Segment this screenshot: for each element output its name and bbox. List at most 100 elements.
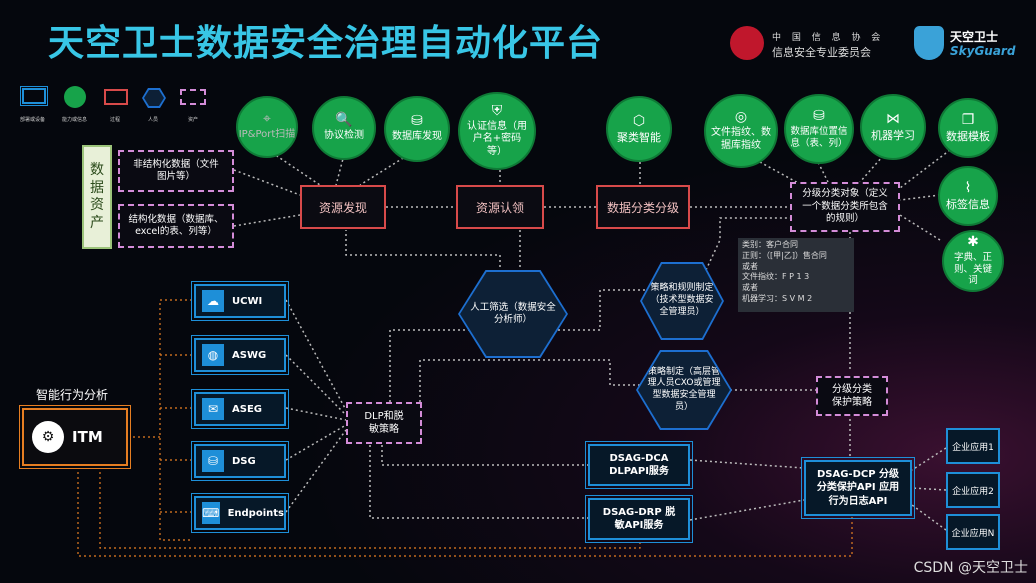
data-assets-label: 数 据 资 产	[82, 145, 112, 249]
auth-info-circle: ⛨ 认证信息（用户名+密码等）	[458, 92, 536, 170]
classification-object-asset: 分级分类对象（定义一个数据分类所包含的规则）	[790, 182, 900, 232]
ip-scan-circle: ⌖ IP&Port扫描	[236, 96, 298, 158]
dsg-label: DSG	[232, 455, 256, 467]
association-name-top: 中 国 信 息 协 会	[772, 33, 885, 43]
enterprise-app: 企业应用N	[946, 514, 1000, 550]
legend-capability-icon	[64, 86, 86, 108]
legend-asset-icon	[180, 89, 206, 105]
tag-circle: ⌇ 标签信息	[938, 166, 998, 226]
asset-char: 据	[90, 179, 104, 196]
ml-label: 机器学习	[871, 128, 915, 142]
rules-maker-role: 策略和规则制定（技术型数据安全管理员）	[640, 262, 724, 340]
document-search-icon: 🔍	[335, 112, 353, 129]
page-title: 天空卫士数据安全治理自动化平台	[48, 23, 604, 64]
enterprise-app: 企业应用2	[946, 472, 1000, 508]
skyguard-en: SkyGuard	[950, 44, 1016, 58]
resource-claim-process: 资源认领	[456, 185, 544, 229]
rule-line: 正则：（[甲|乙]）售合同	[742, 250, 827, 260]
skyguard-logo: 天空卫士 SkyGuard	[914, 24, 1026, 64]
unstructured-data-asset: 非结构化数据（文件图片等）	[118, 150, 234, 192]
cube-icon: ⬡	[632, 112, 646, 129]
template-circle: ❐ 数据模板	[938, 98, 998, 158]
endpoints-label: Endpoints	[227, 507, 284, 519]
db-position-circle: ⛁ 数据库位置信息（表、列）	[784, 94, 854, 164]
db-position-label: 数据库位置信息（表、列）	[790, 125, 848, 149]
dict-label: 字典、正则、关键词	[953, 251, 992, 287]
ucwi-label: UCWI	[232, 295, 263, 307]
globe-icon: ◍	[202, 344, 224, 366]
protocol-circle: 🔍 协议检测	[312, 96, 376, 160]
itm-label: ITM	[72, 428, 103, 446]
mail-icon: ✉	[202, 398, 224, 420]
shield-icon	[914, 26, 944, 60]
aseg-deployment: ✉ ASEG	[191, 389, 289, 429]
dsag-dca-service: DSAG-DCA DLPAPI服务	[585, 441, 693, 489]
db-discovery-circle: ⛁ 数据库发现	[384, 96, 450, 162]
database-icon: ⛁	[411, 113, 423, 130]
copy-icon: ❐	[961, 111, 975, 128]
clustering-label: 聚类智能	[617, 130, 661, 144]
database-icon: ⛁	[202, 450, 224, 472]
legend-person-icon	[142, 88, 166, 108]
legend-process-icon	[104, 89, 128, 105]
dsg-deployment: ⛁ DSG	[191, 441, 289, 481]
shield-check-icon: ⛨	[491, 102, 503, 119]
legend-label: 资产	[188, 117, 199, 123]
ip-scan-label: IP&Port扫描	[238, 129, 296, 141]
association-mark-icon	[730, 26, 764, 60]
policy-maker-role: 策略制定（高层管理人员CXO或管理型数据安全管理员）	[636, 350, 732, 430]
enterprise-app: 企业应用1	[946, 428, 1000, 464]
data-classification-process: 数据分类分级	[596, 185, 690, 229]
legend-label: 部署或设备	[20, 117, 46, 123]
paperclip-icon: ⌇	[964, 179, 972, 196]
rule-line: 文件指纹：F P 1 3	[742, 272, 810, 282]
itm-caption: 智能行为分析	[36, 388, 109, 402]
template-label: 数据模板	[946, 129, 990, 143]
association-name: 信息安全专业委员会	[772, 46, 871, 59]
rule-line: 或者	[742, 283, 758, 293]
association-logo: 中 国 信 息 协 会 信息安全专业委员会	[730, 24, 890, 64]
fingerprint-label: 文件指纹、数据库指纹	[711, 127, 771, 151]
endpoints-icon: ⌨	[202, 502, 220, 524]
structured-data-asset: 结构化数据（数据库、excel的表、列等）	[118, 204, 234, 248]
clustering-circle: ⬡ 聚类智能	[606, 96, 672, 162]
fingerprint-circle: ◎ 文件指纹、数据库指纹	[704, 94, 778, 168]
legend-label: 过程	[110, 117, 121, 123]
fingerprint-icon: ◎	[734, 109, 748, 125]
watermark: CSDN @天空卫士	[913, 560, 1028, 576]
analyst-role: 人工筛选（数据安全分析师）	[458, 270, 568, 358]
asterisk-icon: ✱	[967, 233, 979, 250]
aseg-label: ASEG	[232, 403, 262, 415]
rule-line: 或者	[742, 261, 758, 271]
skyguard-cn: 天空卫士	[950, 30, 999, 44]
database-icon: ⛁	[813, 107, 825, 124]
legend-label: 能力或信息	[62, 117, 88, 123]
legend-label: 人员	[148, 117, 159, 123]
aswg-deployment: ◍ ASWG	[191, 335, 289, 375]
network-icon: ⋈	[886, 110, 900, 127]
rule-line: 类别：客户合同	[742, 240, 798, 249]
dsag-drp-service: DSAG-DRP 脱敏API服务	[585, 495, 693, 543]
asset-char: 数	[90, 162, 104, 178]
itm-deployment: ⚙ ITM	[19, 405, 131, 469]
head-gear-icon: ⚙	[32, 421, 64, 453]
dlp-policy-asset: DLP和脱敏策略	[346, 402, 422, 444]
tag-label: 标签信息	[946, 197, 990, 211]
asset-char: 资	[90, 197, 104, 213]
db-discovery-label: 数据库发现	[392, 131, 442, 143]
legend-deployment-icon	[20, 86, 48, 106]
auth-info-label: 认证信息（用户名+密码等）	[467, 120, 527, 157]
protocol-label: 协议检测	[324, 130, 364, 142]
dict-circle: ✱ 字典、正则、关键词	[942, 230, 1004, 292]
ucwi-deployment: ☁ UCWI	[191, 281, 289, 321]
cloud-icon: ☁	[202, 290, 224, 312]
ml-circle: ⋈ 机器学习	[860, 94, 926, 160]
rule-line: 机器学习：S V M 2	[742, 293, 813, 303]
endpoints-deployment: ⌨ Endpoints	[191, 493, 289, 533]
rules-maker-label: 策略和规则制定（技术型数据安全管理员）	[642, 264, 722, 338]
asset-char: 产	[90, 214, 104, 231]
aswg-label: ASWG	[232, 349, 267, 361]
protection-policy-asset: 分级分类保护策略	[816, 376, 888, 416]
resource-discovery-process: 资源发现	[300, 185, 386, 229]
